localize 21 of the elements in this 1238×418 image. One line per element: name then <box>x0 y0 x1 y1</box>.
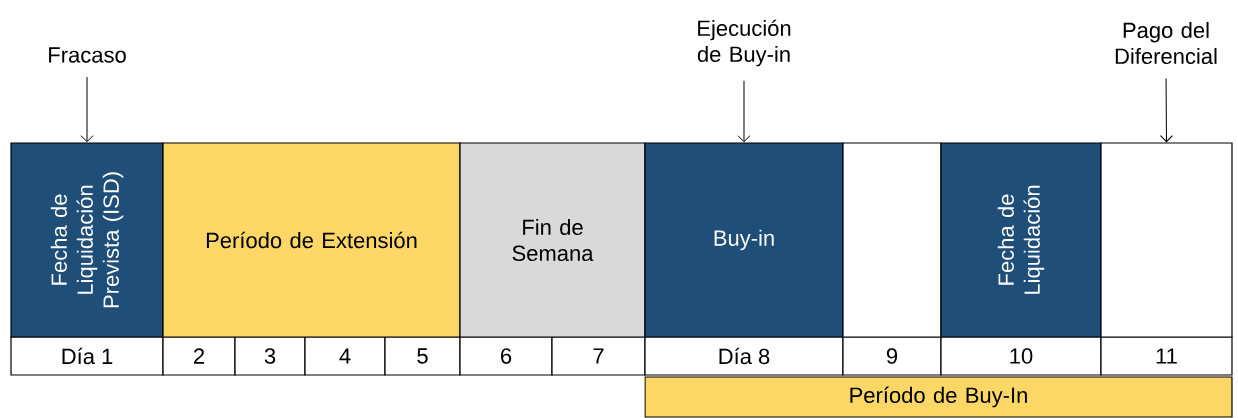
day-box: Buy-in <box>644 142 844 338</box>
table-cell: 5 <box>384 336 461 376</box>
annotation-text: Ejecución de Buy-in <box>697 19 791 67</box>
table-cell: 2 <box>162 336 236 376</box>
weekend-box: Fin de Semana <box>459 142 646 338</box>
table-cell: 3 <box>234 336 306 376</box>
date-box: Fecha de Liquidación Prevista (ISD) <box>10 142 164 338</box>
date-box: Fecha de Liquidación <box>940 142 1102 338</box>
period-band: Período de Buy-In <box>644 376 1233 418</box>
arrow <box>1159 78 1173 143</box>
arrow <box>80 76 94 143</box>
annotation-text: Pago del Diferencial <box>1115 21 1217 65</box>
annotation-text: Fracaso <box>49 47 126 63</box>
table-cell: 4 <box>304 336 386 376</box>
table-cell: 9 <box>842 336 942 376</box>
table-cell: 10 <box>940 336 1102 376</box>
arrow <box>737 80 751 143</box>
table-cell: 6 <box>459 336 553 376</box>
table-cell: 7 <box>551 336 646 376</box>
table-cell: 11 <box>1100 336 1233 376</box>
period-box: Período de Extensión <box>162 142 461 338</box>
